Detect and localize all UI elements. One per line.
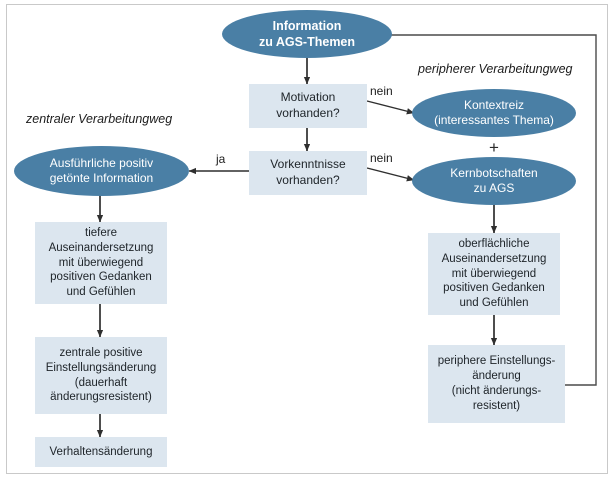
node-periphere-einstellungsaenderung-label: periphere Einstellungs-änderung(nicht än… [437, 355, 556, 412]
node-verhaltensaenderung-label: Verhaltensänderung [49, 445, 153, 458]
node-verhaltensaenderung[interactable]: Verhaltensänderung [35, 437, 167, 467]
edge-label-vorkenntnisse-nein: nein [370, 151, 393, 165]
node-kontextreiz[interactable]: Kontextreiz(interessantes Thema) [412, 89, 576, 137]
label-peripheral-processing-path: peripherer Verarbeitungweg [418, 62, 573, 76]
plus-sign: + [489, 138, 499, 157]
node-kontextreiz-label: Kontextreiz(interessantes Thema) [434, 97, 554, 127]
edge-label-motivation-nein: nein [370, 84, 393, 98]
node-periphere-einstellungsaenderung[interactable]: periphere Einstellungs-änderung(nicht än… [428, 345, 565, 423]
label-central-processing-path: zentraler Verarbeitungweg [26, 112, 173, 126]
edge-label-vorkenntnisse-ja: ja [216, 152, 226, 166]
